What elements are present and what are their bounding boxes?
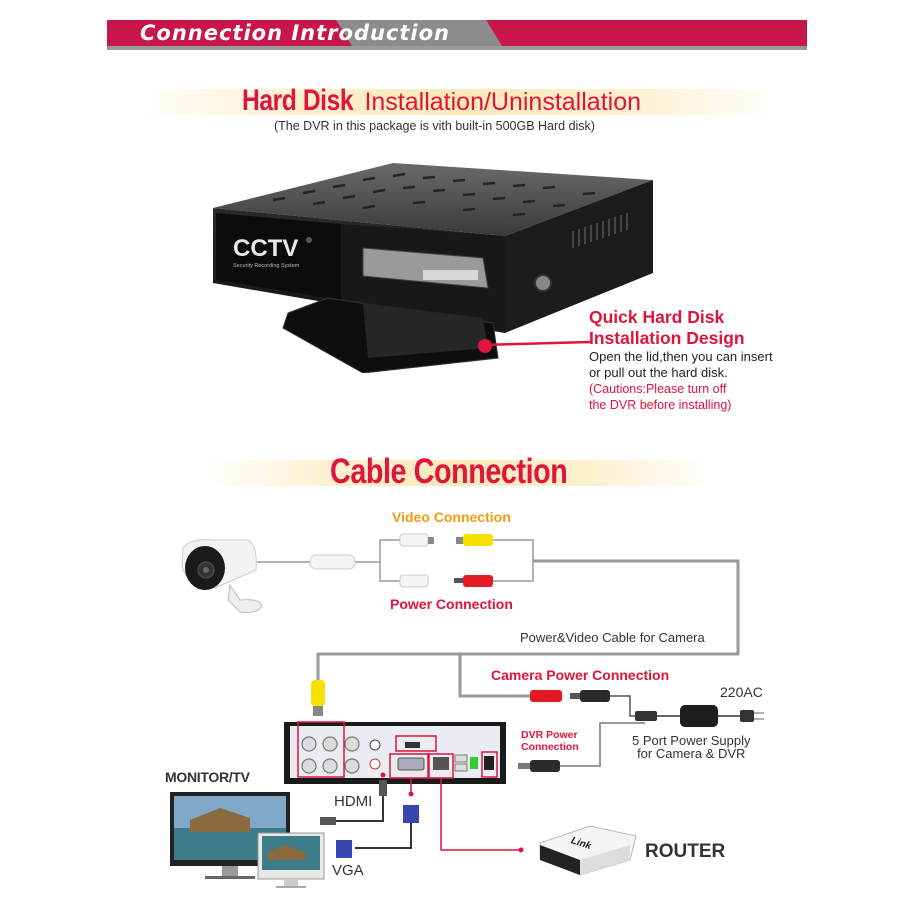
network-cable	[440, 778, 520, 851]
monitor-label: MONITOR/TV	[165, 769, 250, 785]
power-led	[306, 237, 312, 243]
callout-leader-line	[480, 340, 590, 347]
connector-dot	[518, 847, 524, 853]
power-connection-label: Power Connection	[390, 596, 513, 612]
lock-icon	[534, 274, 552, 292]
hdmi-plug-monitor	[320, 817, 336, 825]
hard-disk-callout: Quick Hard Disk Installation Design Open…	[589, 307, 773, 413]
hdmi-cable	[335, 796, 384, 822]
video-plug-dvr	[311, 680, 325, 706]
ac-plug	[740, 710, 754, 722]
callout-caution-2: the DVR before installing)	[589, 398, 732, 412]
power-supply-label: 5 Port Power Supply for Camera & DVR	[632, 734, 751, 760]
video-connection-label: Video Connection	[392, 509, 511, 525]
hard-disk-heading: Hard Disk Installation/Uninstallation	[242, 84, 641, 118]
power-video-cable	[316, 559, 740, 698]
hdmi-label: HDMI	[334, 793, 373, 810]
callout-title-1: Quick Hard Disk	[589, 307, 725, 327]
dvr-power-plug	[530, 760, 560, 772]
cctv-logo: CCTV	[233, 235, 298, 262]
camera-icon	[181, 539, 263, 613]
header-accent	[336, 20, 502, 46]
hard-disk-subtitle: (The DVR in this package is vith built-i…	[274, 119, 595, 133]
dvr-top	[213, 163, 653, 236]
camera-power-connection-label: Camera Power Connection	[491, 667, 670, 683]
vga-label: VGA	[332, 862, 364, 879]
plug-tip	[313, 706, 323, 716]
heading-bold: Hard Disk	[242, 84, 354, 117]
cable-splitter	[309, 554, 356, 570]
vga-plug	[403, 805, 419, 823]
hdd-label	[423, 270, 478, 280]
dvr-power-connection-label: DVR Power Connection	[521, 729, 579, 753]
router-icon: Link	[539, 825, 637, 876]
header-underline	[107, 46, 807, 50]
dc-tip	[518, 763, 530, 769]
dvr-side	[505, 180, 653, 333]
dc-female-connector	[399, 574, 429, 588]
dvr-hard-disk-illustration: CCTV Security Recording System	[213, 163, 653, 373]
camera-power-plug	[530, 690, 562, 702]
front-panel	[216, 213, 341, 300]
cctv-tagline: Security Recording System	[233, 263, 300, 269]
dc-tip	[570, 693, 580, 699]
heading-light: Installation/Uninstallation	[364, 88, 642, 116]
cable-for-camera-label: Power&Video Cable for Camera	[520, 630, 705, 645]
side-vents	[572, 213, 628, 248]
power-plug-red	[463, 575, 493, 587]
cable-connection-heading: Cable Connection	[330, 452, 568, 491]
bnc-tip	[456, 537, 463, 544]
camera-cable	[257, 539, 534, 582]
port-highlights	[297, 721, 498, 779]
cable-diagram: Link	[170, 533, 764, 888]
power-supply-line2: for Camera & DVR	[637, 746, 746, 761]
dvr-power-cable	[560, 722, 645, 767]
dc-male-plug	[580, 690, 610, 702]
power-supply-brick	[680, 705, 718, 727]
router-label: ROUTER	[645, 841, 726, 862]
bnc-female-connector	[399, 533, 429, 547]
vga-cable	[355, 823, 412, 849]
callout-body-1: Open the lid,then you can insert	[589, 349, 773, 364]
connector-dot	[380, 772, 386, 778]
video-plug-yellow	[463, 534, 493, 546]
callout-title-2: Installation Design	[589, 328, 745, 348]
dvr-back-panel	[284, 722, 506, 784]
callout-caution-1: (Cautions:Please turn off	[589, 382, 727, 396]
ac-voltage-label: 220AC	[720, 684, 763, 700]
monitor-tv-icon	[170, 792, 290, 879]
vga-plug-monitor	[336, 840, 352, 858]
section-glow	[205, 460, 715, 486]
power-supply-line1: 5 Port Power Supply	[632, 733, 751, 748]
dvr-power-line2: Connection	[521, 741, 579, 753]
page-title: Connection Introduction	[140, 21, 450, 45]
lid-inner	[363, 303, 488, 358]
section-glow	[135, 89, 785, 115]
vent-slots	[272, 172, 616, 217]
connector-dot	[408, 791, 414, 797]
bnc-tip	[428, 537, 434, 544]
hdmi-plug	[379, 780, 387, 796]
dc-tip	[454, 578, 463, 583]
dvr-power-line1: DVR Power	[521, 729, 578, 741]
imac-icon	[257, 832, 325, 888]
cable-sleeve	[635, 711, 657, 721]
callout-body-2: or pull out the hard disk.	[589, 365, 728, 380]
